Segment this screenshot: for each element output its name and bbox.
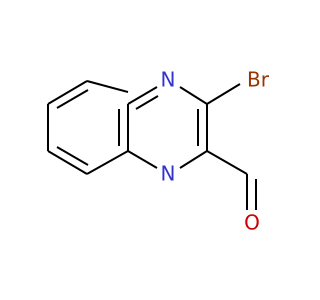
pyrazine-ring — [127, 86, 208, 169]
bond-c5-c4a — [86, 150, 129, 175]
bond-c6-c5 — [47, 150, 88, 175]
bond-c8-c7-inner — [56, 89, 89, 109]
molecule-diagram: N N Br O — [47, 68, 270, 235]
atom-br: Br — [247, 68, 270, 92]
bond-n1-c2 — [179, 86, 208, 105]
bond-c8a-c8 — [86, 80, 129, 93]
substituents — [206, 83, 257, 210]
bond-c6-c5-inner — [56, 146, 89, 166]
bond-c8a-n1-double — [135, 95, 159, 110]
bond-c8a-n1 — [127, 86, 158, 105]
atom-n1: N — [161, 68, 176, 92]
bond-n4-c4a — [127, 150, 158, 169]
bond-c3-n4 — [179, 150, 208, 169]
atom-o: O — [244, 211, 260, 235]
bond-c8-c7 — [47, 80, 88, 105]
bond-c3-cho — [206, 150, 248, 175]
bond-c2-br — [206, 83, 241, 105]
benzene-ring — [47, 80, 129, 175]
atom-labels: N N Br O — [161, 68, 270, 235]
atom-n4: N — [161, 162, 176, 186]
